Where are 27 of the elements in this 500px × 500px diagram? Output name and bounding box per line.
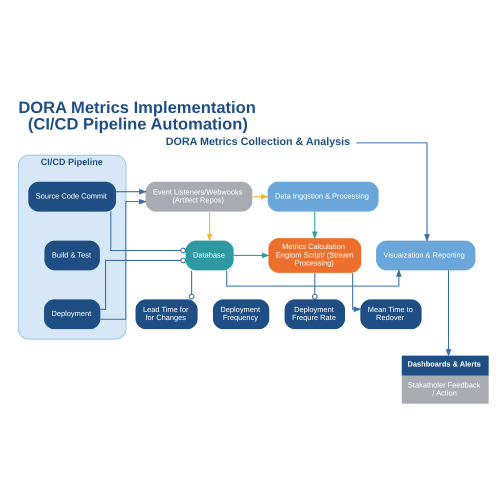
connector: [100, 257, 186, 310]
node-box: Deployment Frequre Rate: [284, 298, 346, 329]
arrow: [100, 198, 147, 320]
node-box: Data Ingqstion & Processing: [268, 181, 379, 212]
arrow: [226, 268, 402, 286]
node-box: Metrics Calculation Engtom Script/ (Stream Processing): [268, 238, 362, 272]
node-box: Deployment Frequency: [212, 298, 270, 329]
connector: [110, 211, 186, 253]
node-box: Visuaization & Reporting: [376, 240, 476, 270]
node-box: Build & Test: [44, 240, 100, 270]
node-text: DORA Metrics Collection & Analysis: [166, 135, 350, 148]
node-box: Event Listeners/Webwooks (Artifect Repos): [145, 181, 252, 212]
connector: [188, 270, 194, 299]
arrow: [446, 270, 452, 357]
arrow: [352, 272, 362, 312]
node-box: Deployment: [44, 298, 100, 329]
diagram-title: DORA Metrics Implementation (CI/CD Pipeline Automation): [18, 98, 256, 134]
node-box: Mean Time to Redover: [360, 298, 422, 329]
connector: [312, 272, 318, 300]
node-box: Database: [186, 240, 234, 270]
arrow: [234, 252, 270, 258]
arrow: [312, 211, 318, 239]
node-box: Source Code Commit: [28, 181, 116, 212]
arrow: [206, 211, 212, 242]
arrow: [356, 142, 430, 242]
node-box: Lead Time for for Changes: [136, 298, 198, 329]
arrow: [116, 188, 148, 194]
